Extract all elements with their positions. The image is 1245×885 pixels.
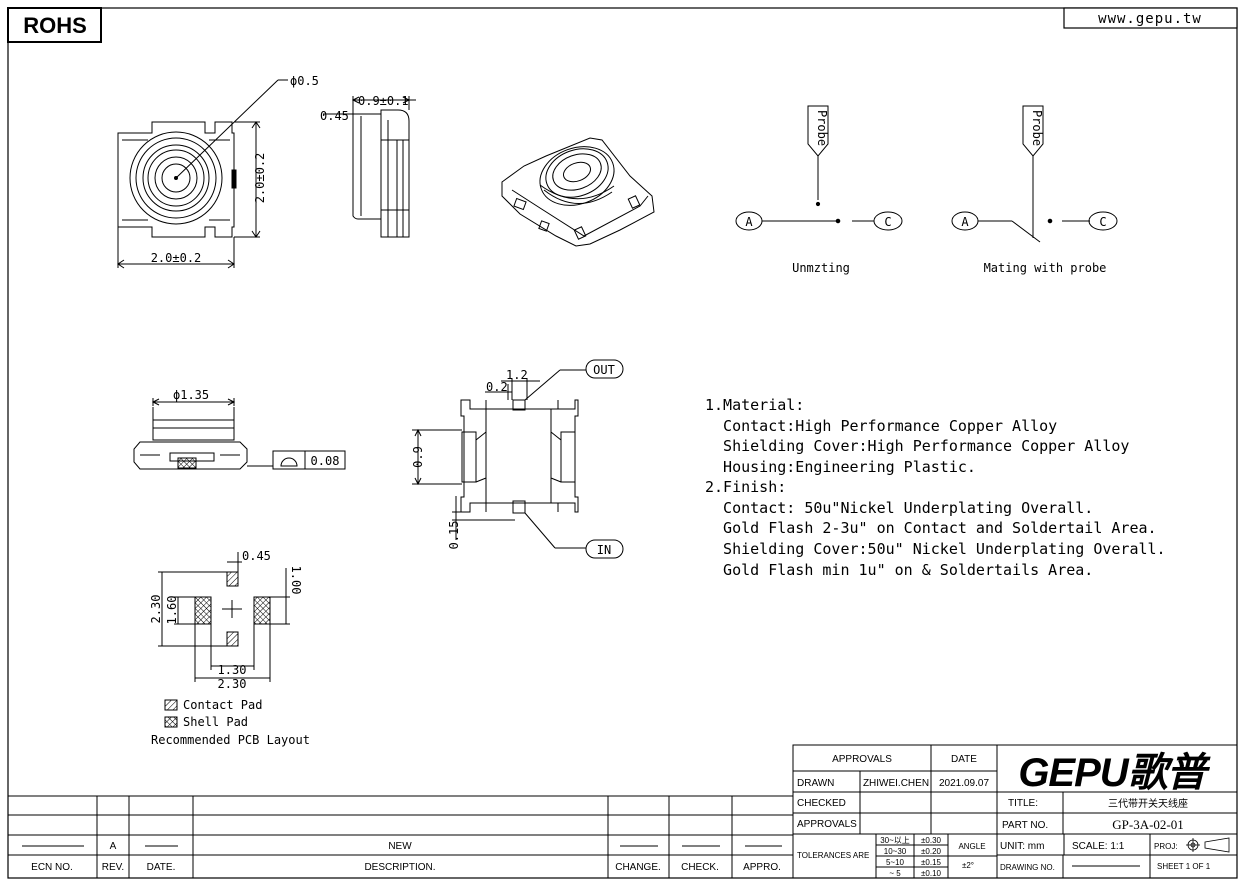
part-no-label: PART NO. xyxy=(1002,820,1048,831)
terminal-c-mating: C xyxy=(1099,215,1106,229)
gepu-logo: GEPU歌普 xyxy=(1018,751,1211,795)
title-value: 三代带开关天线座 xyxy=(1108,797,1188,810)
change-header: CHANGE. xyxy=(615,862,661,873)
probe-label-unmating: Probe xyxy=(815,110,829,146)
dim-pcb-160: 1.60 xyxy=(165,596,179,625)
dim-pcb-130: 1.30 xyxy=(218,663,247,677)
part-no-value: GP-3A-02-01 xyxy=(1112,817,1184,832)
terminal-a-unmating: A xyxy=(745,215,753,229)
tol-range-2: 10~30 xyxy=(884,847,907,856)
projection-icon xyxy=(1186,837,1230,853)
tol-range-4: ~ 5 xyxy=(889,869,901,878)
drawing-no-label: DRAWING NO. xyxy=(1000,863,1055,872)
note-line-2: Contact:High Performance Copper Alloy xyxy=(705,417,1057,435)
dim-hole-diameter: ϕ0.5 xyxy=(290,74,319,88)
dim-pad-offset: 0.15 xyxy=(447,521,461,550)
date-header: DATE. xyxy=(147,862,176,873)
tol-range-3: 5~10 xyxy=(886,858,905,867)
out-label: OUT xyxy=(593,363,615,377)
dim-out-gap: 0.2 xyxy=(486,380,508,394)
terminal-c-unmating: C xyxy=(884,215,891,229)
tol-value-3: ±0.15 xyxy=(921,858,942,867)
tol-value-2: ±0.20 xyxy=(921,847,942,856)
checked-label: CHECKED xyxy=(797,798,846,809)
top-view xyxy=(117,79,288,269)
switch-unmating xyxy=(735,105,903,231)
note-line-6: Contact: 50u"Nickel Underplating Overall… xyxy=(705,499,1093,517)
dim-pcb-045: 0.45 xyxy=(242,549,271,563)
in-tag: IN xyxy=(585,539,624,559)
pcb-legend: Contact Pad Shell Pad Recommended PCB La… xyxy=(151,698,310,747)
check-header: CHECK. xyxy=(681,862,719,873)
angle-label: ANGLE xyxy=(958,842,985,851)
note-line-4: Housing:Engineering Plastic. xyxy=(705,458,976,476)
description-header: DESCRIPTION. xyxy=(364,862,435,873)
drawn-label: DRAWN xyxy=(797,778,834,789)
dim-pcb-100: 1.00 xyxy=(289,566,303,595)
dim-flange-diameter: ϕ1.35 xyxy=(173,388,209,402)
dim-height: 2.0±0.2 xyxy=(253,153,267,204)
out-tag: OUT xyxy=(585,359,624,379)
approvals-header: APPROVALS xyxy=(832,754,892,765)
approvals-label: APPROVALS xyxy=(797,819,857,830)
sheet-label: SHEET 1 OF 1 xyxy=(1157,862,1211,871)
dim-pcb-230-vertical: 2.30 xyxy=(149,595,163,624)
sheet-border xyxy=(7,7,1238,879)
dim-side-width: 0.9±0.1 xyxy=(358,94,409,108)
tol-value-4: ±0.10 xyxy=(921,869,942,878)
tol-range-1: 30~以上 xyxy=(880,836,910,845)
website-label: www.gepu.tw xyxy=(1098,11,1202,27)
ecn-no-header: ECN NO. xyxy=(31,862,73,873)
note-line-9: Gold Flash min 1u" on & Soldertails Area… xyxy=(705,561,1093,579)
drawn-date-value: 2021.09.07 xyxy=(939,778,989,789)
pcb-layout xyxy=(158,552,290,682)
probe-label-mating: Probe xyxy=(1030,110,1044,146)
website-badge: www.gepu.tw xyxy=(1063,7,1238,29)
rohs-label: ROHS xyxy=(23,13,87,38)
revision-code: A xyxy=(110,841,117,852)
rohs-badge: ROHS xyxy=(7,7,102,43)
dim-pcb-230-horizontal: 2.30 xyxy=(218,677,247,691)
dim-side-height: 0.45 xyxy=(320,109,349,123)
dim-flatness: 0.08 xyxy=(311,454,340,468)
mating-caption: Mating with probe xyxy=(984,261,1107,275)
dim-width: 2.0±0.2 xyxy=(151,251,202,265)
shell-pad-label: Shell Pad xyxy=(183,715,248,729)
side-view xyxy=(323,96,416,238)
pcb-layout-title: Recommended PCB Layout xyxy=(151,733,310,747)
drawn-by-value: ZHIWEI.CHEN xyxy=(863,778,929,789)
dim-out-width: 1.2 xyxy=(506,368,528,382)
tol-value-1: ±0.30 xyxy=(921,836,942,845)
spec-notes: 1.Material: Contact:High Performance Cop… xyxy=(705,396,1166,579)
contact-pad-swatch xyxy=(164,699,178,711)
unmating-caption: Unmzting xyxy=(792,261,850,275)
switch-mating xyxy=(951,105,1118,243)
note-line-3: Shielding Cover:High Performance Copper … xyxy=(705,437,1129,455)
title-label: TITLE: xyxy=(1008,798,1038,809)
unit-label: UNIT: mm xyxy=(1000,841,1044,852)
revision-description: NEW xyxy=(388,841,412,852)
front-view xyxy=(133,398,346,470)
contact-pad-label: Contact Pad xyxy=(183,698,262,712)
tolerances-label: TOLERANCES ARE xyxy=(797,851,869,860)
note-line-5: 2.Finish: xyxy=(705,478,786,496)
appro-header: APPRO. xyxy=(743,862,781,873)
rev-header: REV. xyxy=(102,862,124,873)
note-line-7: Gold Flash 2-3u" on Contact and Solderta… xyxy=(705,519,1157,537)
iso-view xyxy=(501,137,655,247)
title-block xyxy=(792,744,1238,879)
dim-pad-height: 0.9 xyxy=(411,446,425,468)
note-line-1: 1.Material: xyxy=(705,396,804,414)
date-col-header: DATE xyxy=(951,754,977,765)
scale-label: SCALE: 1:1 xyxy=(1072,841,1125,852)
projection-label: PROJ: xyxy=(1154,842,1178,851)
revision-table xyxy=(8,795,793,878)
angle-tolerance: ±2° xyxy=(962,861,974,870)
terminal-a-mating: A xyxy=(961,215,969,229)
in-label: IN xyxy=(597,543,611,557)
bottom-view xyxy=(412,369,588,549)
note-line-8: Shielding Cover:50u" Nickel Underplating… xyxy=(705,540,1166,558)
shell-pad-swatch xyxy=(164,716,178,728)
